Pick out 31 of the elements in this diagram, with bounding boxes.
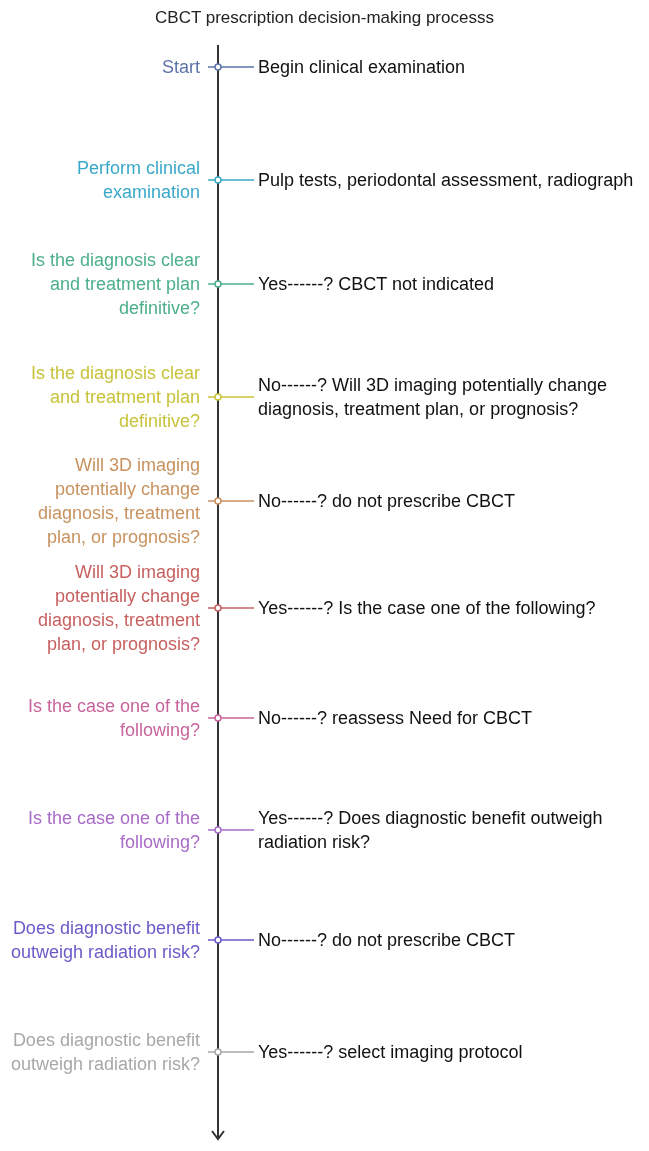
step-label: Start — [4, 55, 200, 79]
connector — [207, 497, 255, 505]
connector — [207, 280, 255, 288]
step-description: No------? do not prescribe CBCT — [258, 928, 644, 952]
step-label: Perform clinical examination — [4, 156, 200, 204]
connector — [207, 1048, 255, 1056]
connector — [207, 714, 255, 722]
title: CBCT prescription decision-making processs — [154, 8, 495, 28]
step-label: Does diagnostic benefit outweigh radiation risk? — [4, 1028, 200, 1076]
step-description: Yes------? select imaging protocol — [258, 1040, 644, 1064]
step-label: Does diagnostic benefit outweigh radiation risk? — [4, 916, 200, 964]
step-label: Is the diagnosis clear and treatment plan definitive? — [4, 248, 200, 320]
connector — [207, 604, 255, 612]
step-description: Yes------? Does diagnostic benefit outweigh radiation risk? — [258, 806, 644, 854]
step-description: No------? Will 3D imaging potentially change diagnosis, treatment plan, or prognosis? — [258, 373, 644, 421]
step-label: Is the case one of the following? — [4, 694, 200, 742]
step-description: Pulp tests, periodontal assessment, radiograph — [258, 168, 644, 192]
step-label: Is the diagnosis clear and treatment plan definitive? — [4, 361, 200, 433]
step-description: No------? reassess Need for CBCT — [258, 706, 644, 730]
step-description: Yes------? CBCT not indicated — [258, 272, 644, 296]
connector — [207, 176, 255, 184]
step-label: Will 3D imaging potentially change diagnosis, treatment plan, or prognosis? — [4, 560, 200, 656]
step-description: Yes------? Is the case one of the following? — [258, 596, 644, 620]
step-description: Begin clinical examination — [258, 55, 644, 79]
connector — [207, 936, 255, 944]
connector — [207, 826, 255, 834]
step-description: No------? do not prescribe CBCT — [258, 489, 644, 513]
connector — [207, 63, 255, 71]
step-label: Will 3D imaging potentially change diagnosis, treatment plan, or prognosis? — [4, 453, 200, 549]
step-label: Is the case one of the following? — [4, 806, 200, 854]
connector — [207, 393, 255, 401]
